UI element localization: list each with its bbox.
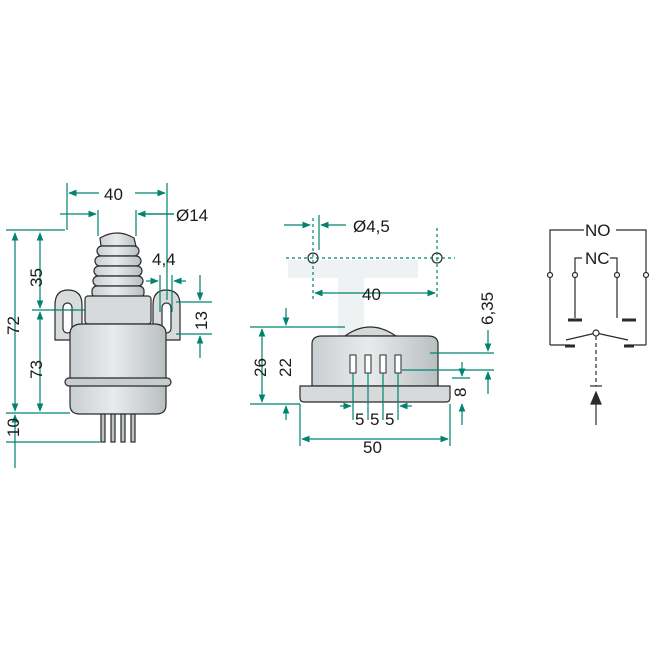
dim-40-front: 40 — [104, 185, 123, 204]
dim-hole-diameter: Ø4,5 — [353, 217, 390, 236]
housing-band — [64, 377, 172, 387]
dim-pitch-5b: 5 — [370, 410, 379, 429]
bellows-plunger — [91, 232, 145, 299]
dim-22: 22 — [276, 358, 295, 377]
side-view-dimensions — [250, 215, 494, 446]
dim-6-35: 6,35 — [478, 292, 497, 325]
collar — [84, 295, 152, 325]
watermark — [288, 260, 418, 340]
dim-10: 10 — [4, 418, 23, 437]
main-housing — [69, 323, 167, 415]
dim-pitch-5c: 5 — [385, 410, 394, 429]
dim-35: 35 — [27, 268, 46, 287]
dim-13: 13 — [192, 311, 211, 330]
dim-pitch-5a: 5 — [355, 410, 364, 429]
front-view-dimensions — [6, 183, 212, 468]
side-view-switch — [299, 326, 451, 403]
dim-diameter-14: Ø14 — [176, 206, 208, 225]
switch-schematic — [546, 229, 650, 425]
dim-26: 26 — [251, 358, 270, 377]
schematic-nc-label: NC — [585, 249, 610, 268]
dim-8: 8 — [451, 388, 470, 397]
schematic-no-label: NO — [585, 221, 611, 240]
dim-40-side: 40 — [362, 285, 381, 304]
terminal-pins — [100, 413, 136, 443]
dim-72: 72 — [4, 316, 23, 335]
dim-73: 73 — [27, 360, 46, 379]
front-view-switch — [54, 232, 181, 443]
dim-50: 50 — [363, 438, 382, 457]
side-housing — [311, 335, 439, 387]
dim-4-4: 4,4 — [152, 250, 176, 269]
side-base-flange — [299, 385, 451, 403]
